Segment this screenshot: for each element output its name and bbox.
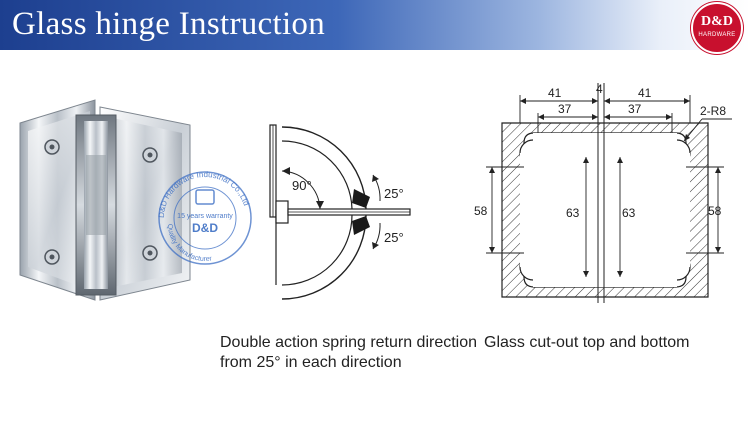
- dim-gap-4: 4: [596, 82, 603, 96]
- dim-right-outer-41: 41: [638, 86, 652, 100]
- page-title: Glass hinge Instruction: [12, 6, 326, 42]
- watermark-warranty: 15 years warranty: [177, 213, 233, 220]
- header-bar: [0, 0, 750, 50]
- angle-90-label: 90°: [292, 178, 312, 193]
- angle-lower-25-label: 25°: [384, 230, 404, 245]
- dim-radius-2-r8: 2-R8: [700, 104, 726, 118]
- logo-brand-text: D&D: [701, 14, 733, 29]
- dim-height-center-left-63: 63: [566, 206, 580, 220]
- cutout-caption: Glass cut-out top and bottom: [484, 334, 690, 351]
- dim-left-outer-41: 41: [548, 86, 562, 100]
- watermark-seal: D&D Hardware Industrial Co.,Ltd Quality …: [157, 170, 252, 265]
- hinge-product-image: [19, 99, 191, 301]
- watermark-ring-text: D&D Hardware Industrial Co.,Ltd: [157, 170, 251, 218]
- brand-logo: D&D HARDWARE: [691, 2, 743, 54]
- dim-height-right-58: 58: [708, 204, 722, 218]
- dim-left-inner-37: 37: [558, 102, 572, 116]
- rotation-diagram: 90° 25° 25°: [269, 124, 411, 300]
- watermark-brand: D&D: [192, 221, 218, 235]
- logo-sub-text: HARDWARE: [698, 32, 736, 38]
- angle-upper-25-label: 25°: [384, 186, 404, 201]
- dim-right-inner-37: 37: [628, 102, 642, 116]
- dim-height-center-right-63: 63: [622, 206, 636, 220]
- cutout-diagram: 41 37 4 41 37 2-R8 58 63 63 58: [474, 82, 732, 303]
- rotation-caption: Double action spring return direction fr…: [220, 334, 478, 371]
- dim-height-left-58: 58: [474, 204, 488, 218]
